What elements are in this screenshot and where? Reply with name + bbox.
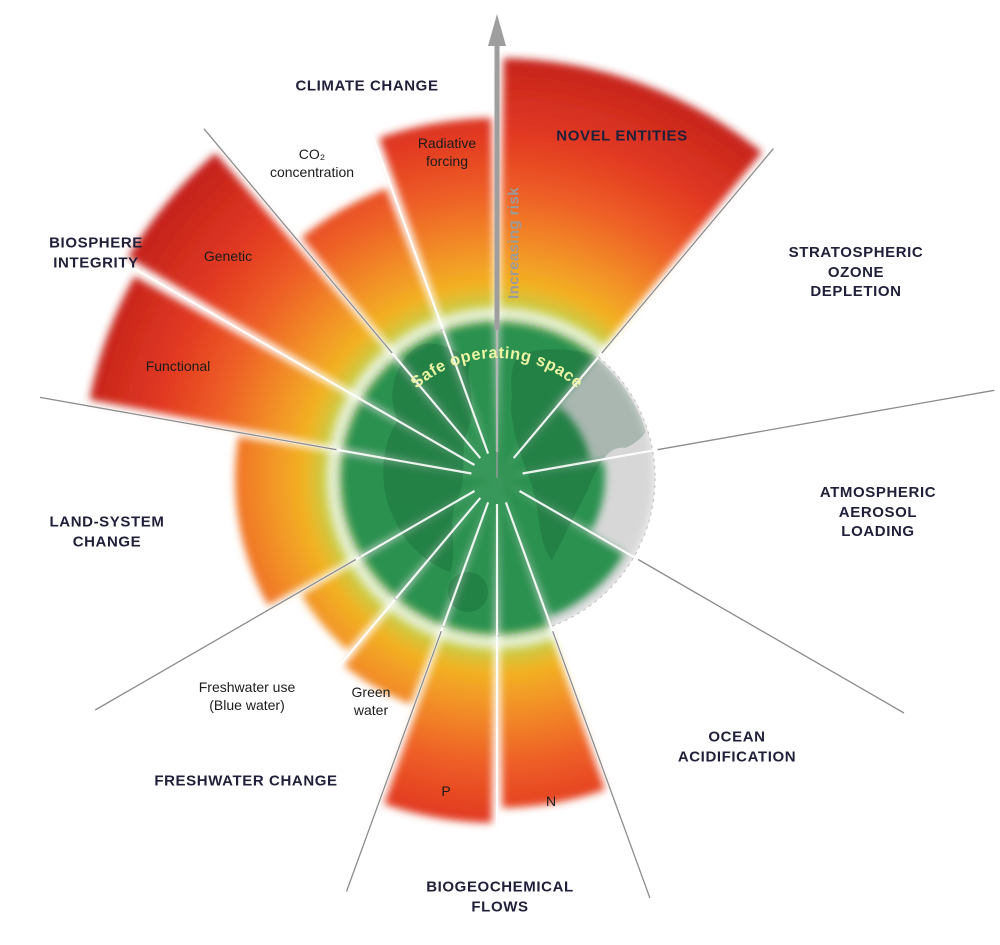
label-climate-change: CLIMATE CHANGE — [295, 77, 439, 95]
wedge-novel-entities — [497, 58, 762, 478]
wedge-land-system-change — [235, 436, 497, 606]
label-land-system-change: LAND-SYSTEM CHANGE — [49, 513, 165, 551]
wedge-co2-concentration — [301, 188, 497, 478]
wedge-phosphorus — [384, 478, 497, 823]
globe-continent — [383, 343, 472, 572]
label-biogeochemical-flows: BIOGEOCHEMICAL FLOWS — [426, 878, 574, 916]
label-radiative-forcing: Radiative forcing — [417, 134, 477, 169]
globe-continent — [448, 572, 488, 612]
label-freshwater-change: FRESHWATER CHANGE — [154, 772, 338, 790]
sector-divider-line — [552, 630, 651, 899]
label-nitrogen: N — [545, 792, 557, 809]
wedge-gap-line — [335, 35, 490, 454]
label-blue-water: Freshwater use (Blue water) — [198, 678, 296, 713]
sector-divider-line — [203, 128, 393, 354]
increasing-risk-arrowhead-icon — [488, 14, 506, 46]
wedge-blue-water — [301, 478, 497, 651]
wedge-aerosol-loading — [497, 460, 605, 531]
sector-divider-line — [601, 148, 774, 354]
wedge-genetic — [128, 153, 497, 478]
label-atmospheric-aerosol-loading: ATMOSPHERIC AEROSOL LOADING — [819, 483, 937, 540]
label-ocean-acidification: OCEAN ACIDIFICATION — [677, 728, 797, 766]
label-co2-concentration: CO₂ concentration — [269, 145, 355, 180]
label-green-water: Green water — [351, 683, 391, 718]
wedge-ocean-acidification — [497, 478, 624, 617]
label-functional: Functional — [145, 357, 211, 374]
label-novel-entities: NOVEL ENTITIES — [556, 127, 688, 145]
wedge-functional — [89, 276, 497, 478]
label-increasing-risk: Increasing risk — [505, 187, 523, 299]
label-genetic: Genetic — [203, 247, 253, 264]
label-stratospheric-ozone-depletion: STRATOSPHERIC OZONE DEPLETION — [788, 243, 924, 300]
label-biosphere-integrity: BIOSPHERE INTEGRITY — [49, 234, 143, 272]
sector-divider-line — [637, 558, 905, 714]
sector-divider-line — [345, 630, 442, 892]
label-phosphorus: P — [441, 782, 451, 799]
wedge-gap-line — [194, 497, 482, 839]
sector-divider-line — [657, 389, 995, 451]
wedge-nitrogen — [497, 478, 605, 808]
wedge-green-water — [344, 478, 497, 705]
wedge-gap-line — [89, 242, 476, 466]
risk-wedges — [89, 58, 762, 823]
sector-divider-line — [39, 396, 337, 451]
wedge-stratospheric-ozone — [497, 406, 591, 478]
wedge-radiative-forcing — [379, 118, 497, 478]
sector-divider-line — [94, 558, 357, 711]
